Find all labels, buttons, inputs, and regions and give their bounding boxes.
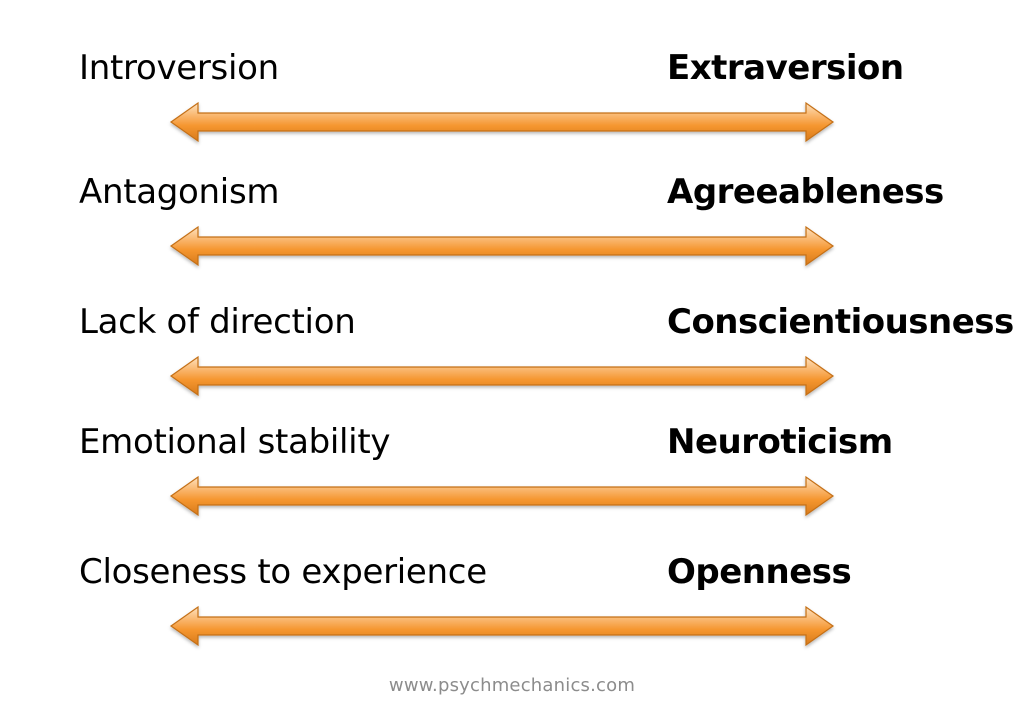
low-pole-label: Closeness to experience xyxy=(79,552,487,592)
double-arrow-icon xyxy=(169,225,835,267)
source-url: www.psychmechanics.com xyxy=(388,675,636,696)
low-pole-label: Lack of direction xyxy=(79,302,356,342)
double-arrow-icon xyxy=(169,355,835,397)
double-arrow-icon xyxy=(169,101,835,143)
high-pole-label: Extraversion xyxy=(667,48,904,88)
double-arrow-icon xyxy=(169,475,835,517)
trait-row-conscientiousness: Lack of direction Conscientiousness xyxy=(0,300,1024,410)
high-pole-label: Agreeableness xyxy=(667,172,944,212)
high-pole-label: Conscientiousness xyxy=(667,302,1014,342)
trait-row-agreeableness: Antagonism Agreeableness xyxy=(0,170,1024,280)
trait-row-neuroticism: Emotional stability Neuroticism xyxy=(0,420,1024,530)
high-pole-label: Openness xyxy=(667,552,852,592)
trait-row-openness: Closeness to experience Openness xyxy=(0,550,1024,660)
low-pole-label: Introversion xyxy=(79,48,279,88)
low-pole-label: Emotional stability xyxy=(79,422,391,462)
low-pole-label: Antagonism xyxy=(79,172,280,212)
high-pole-label: Neuroticism xyxy=(667,422,893,462)
double-arrow-icon xyxy=(169,605,835,647)
trait-row-extraversion: Introversion Extraversion xyxy=(0,46,1024,156)
